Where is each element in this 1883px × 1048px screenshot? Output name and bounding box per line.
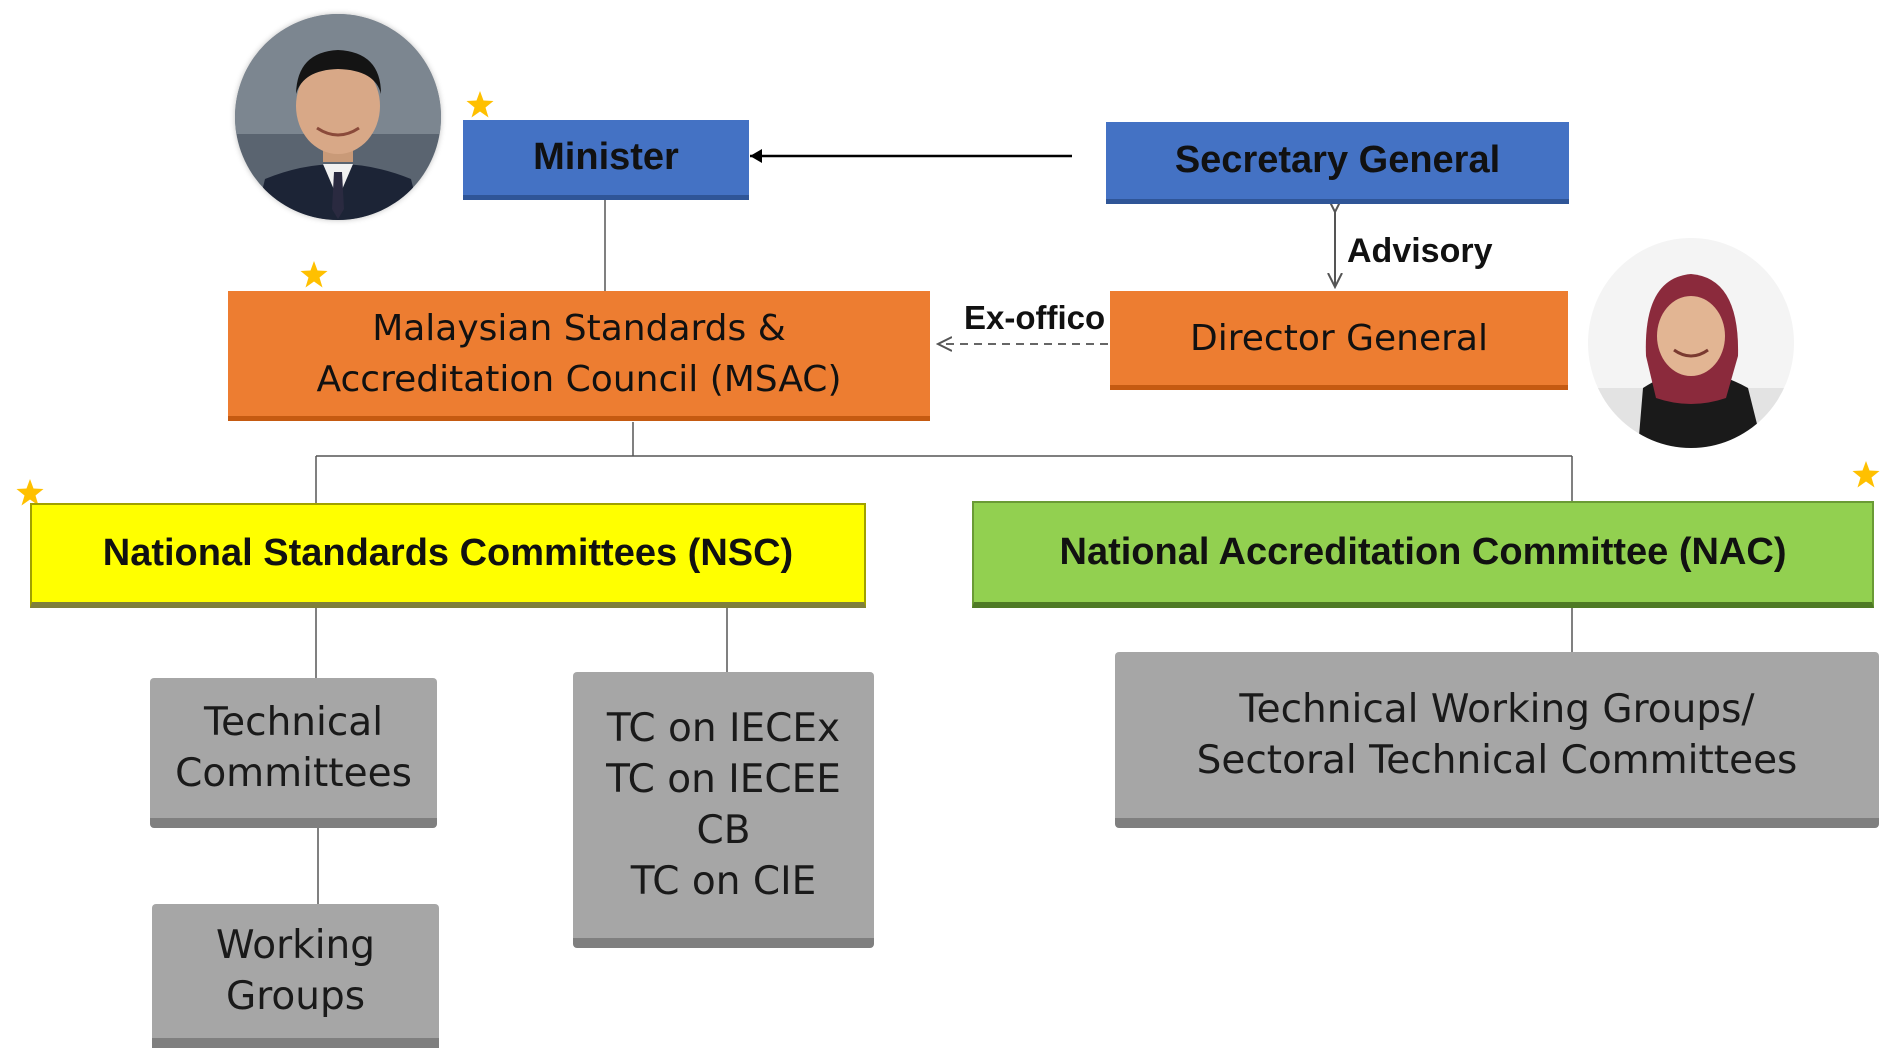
iec-line2: TC on IECEE xyxy=(606,757,841,802)
director-general-photo xyxy=(1588,238,1794,448)
director-general-label: Director General xyxy=(1190,317,1488,359)
nsc-box: National Standards Committees (NSC) xyxy=(30,503,866,608)
msac-label-line1: Malaysian Standards & xyxy=(372,307,786,349)
working-groups-line2: Groups xyxy=(225,974,366,1019)
star-icon xyxy=(300,261,328,288)
star-icon xyxy=(16,479,44,506)
minister-photo xyxy=(235,14,441,220)
iec-line3: CB xyxy=(696,808,751,853)
technical-committees-line1: Technical xyxy=(203,700,384,745)
nsc-label: National Standards Committees (NSC) xyxy=(102,532,794,574)
twg-line2: Sectoral Technical Committees xyxy=(1196,738,1798,783)
technical-committees-box: Technical Committees xyxy=(150,678,437,828)
nac-box: National Accreditation Committee (NAC) xyxy=(972,501,1874,608)
director-general-box: Director General xyxy=(1110,291,1568,390)
minister-box: Minister xyxy=(463,120,749,200)
msac-box: Malaysian Standards & Accreditation Coun… xyxy=(228,291,930,421)
advisory-label: Advisory xyxy=(1347,232,1493,270)
twg-line1: Technical Working Groups/ xyxy=(1239,687,1755,732)
technical-working-groups-box: Technical Working Groups/ Sectoral Techn… xyxy=(1115,652,1879,828)
working-groups-box: Working Groups xyxy=(152,904,439,1048)
nac-label: National Accreditation Committee (NAC) xyxy=(1059,531,1787,573)
ex-officio-label: Ex-offico xyxy=(964,299,1106,336)
secretary-general-label: Secretary General xyxy=(1174,139,1501,181)
working-groups-line1: Working xyxy=(215,923,376,968)
iec-committees-box: TC on IECEx TC on IECEE CB TC on CIE xyxy=(573,672,874,948)
technical-committees-line2: Committees xyxy=(175,751,412,796)
star-icon xyxy=(1852,461,1880,488)
msac-label-line2: Accreditation Council (MSAC) xyxy=(316,358,842,400)
iec-line4: TC on CIE xyxy=(630,859,817,904)
minister-label: Minister xyxy=(533,136,679,178)
secretary-general-box: Secretary General xyxy=(1106,122,1569,204)
star-icon xyxy=(466,91,494,118)
iec-line1: TC on IECEx xyxy=(606,706,841,751)
